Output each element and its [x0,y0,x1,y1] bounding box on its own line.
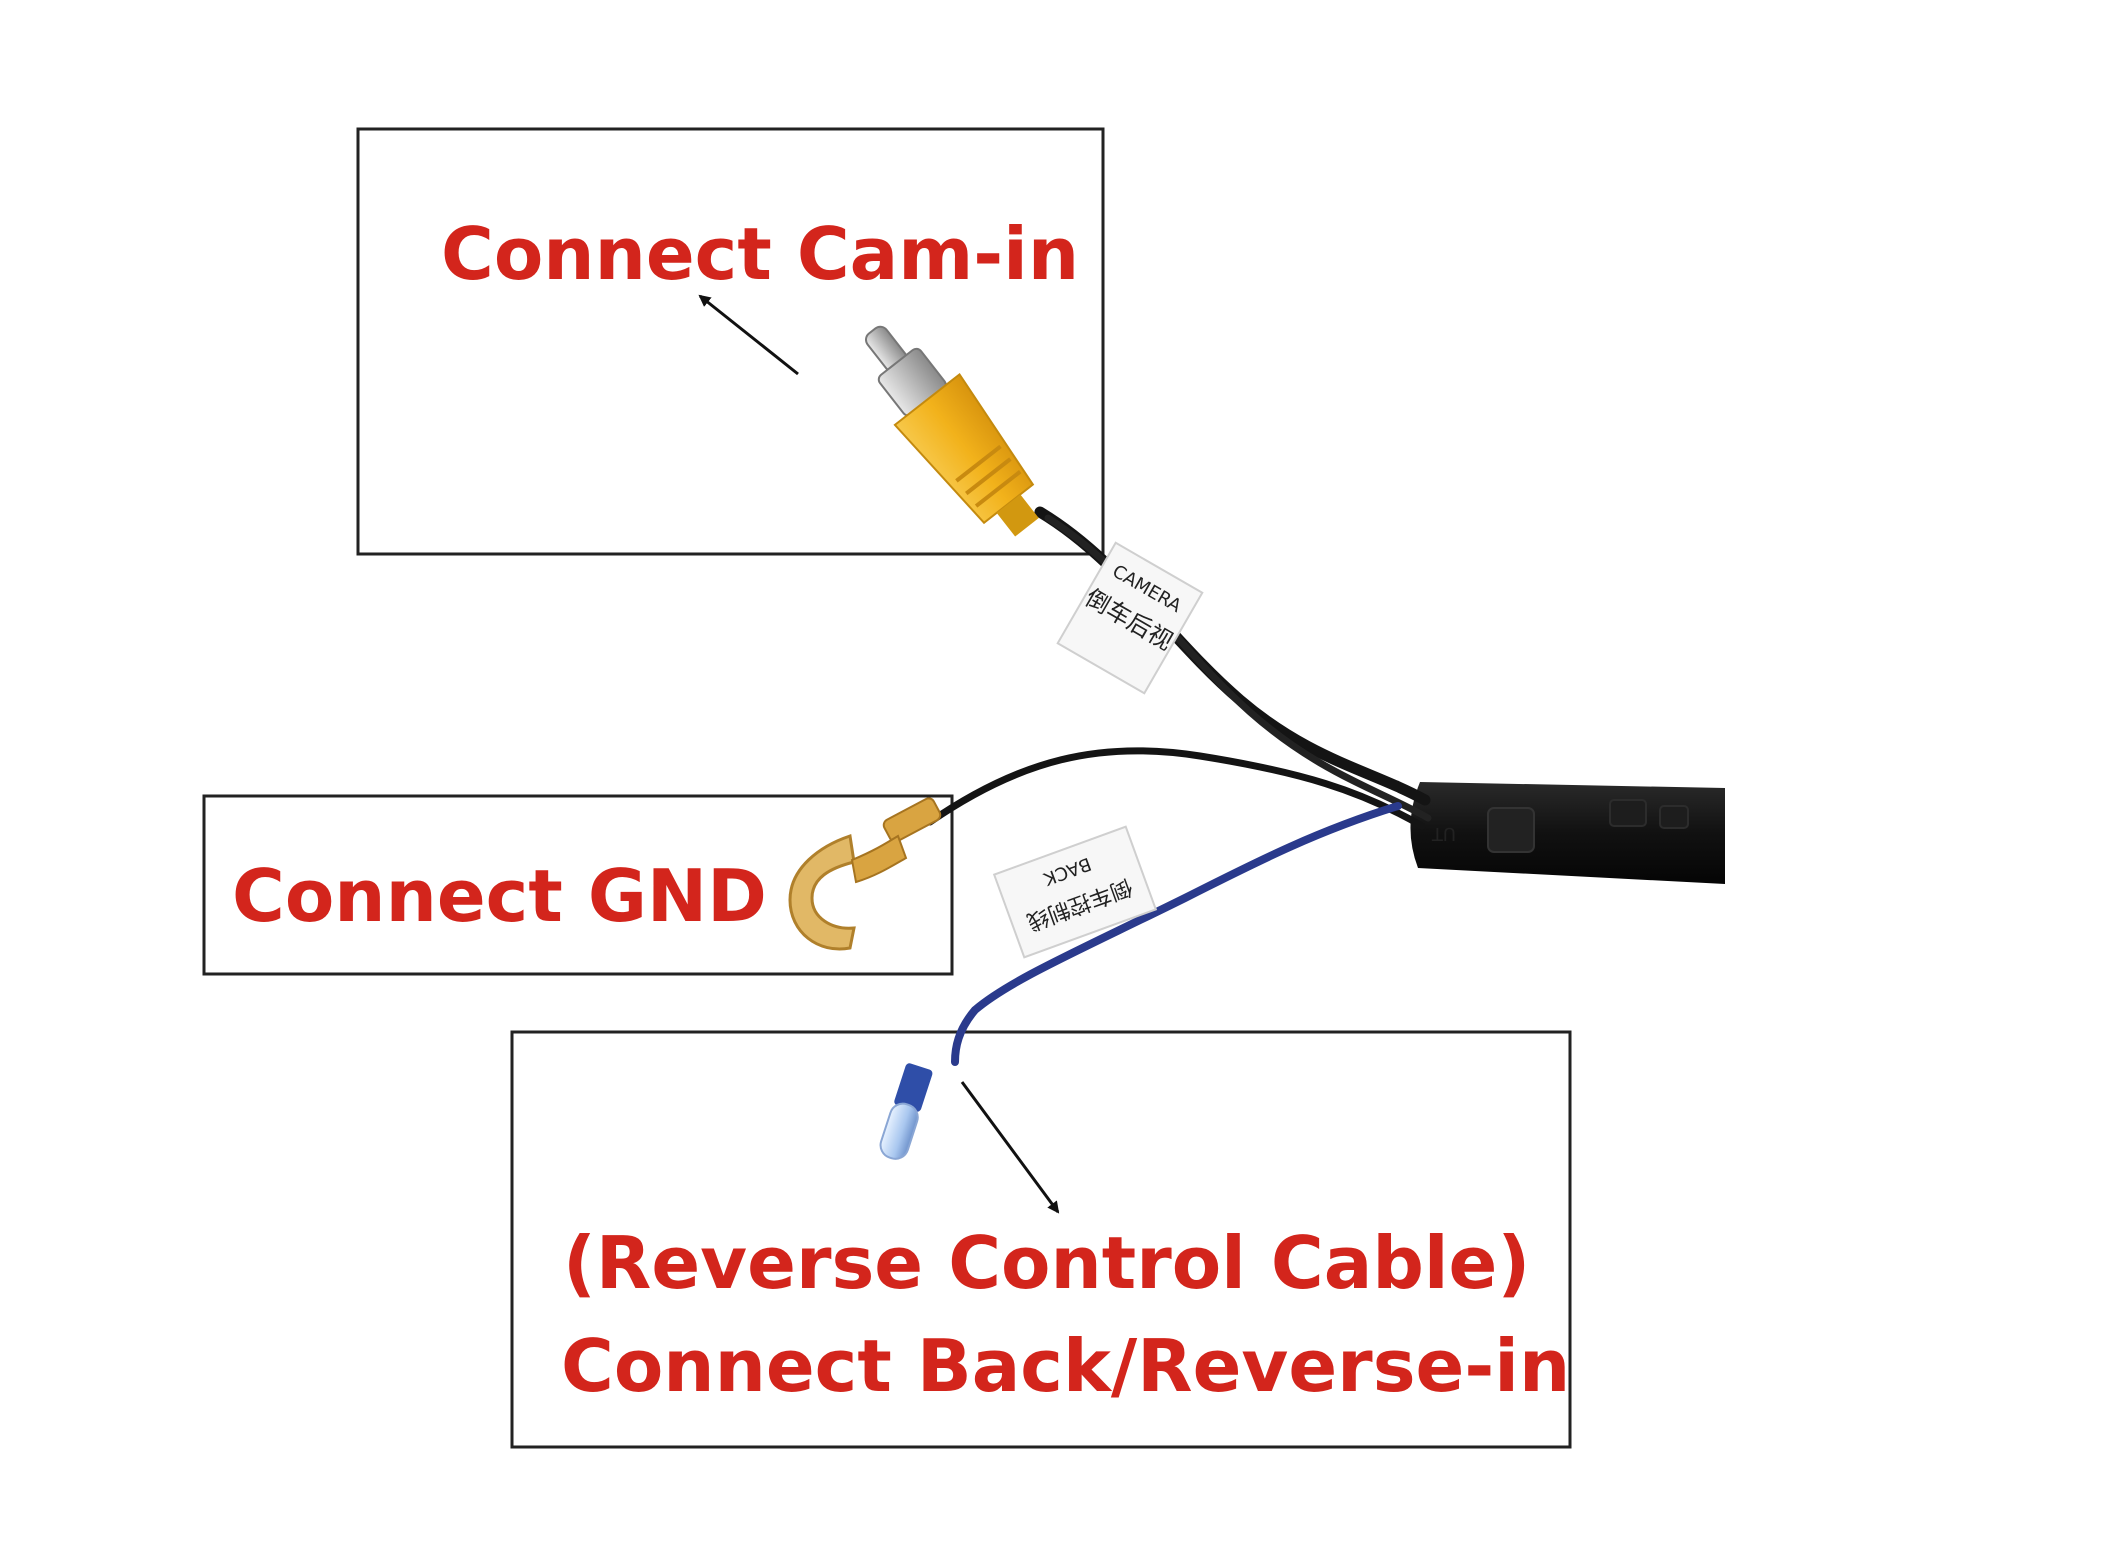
connect-cam-in-label: Connect Cam-in [441,212,1080,296]
reverse-frame [510,1030,1572,1449]
gnd-fork-terminal [788,797,942,951]
back-cable [951,802,1402,1066]
cam-in-arrow [698,294,799,376]
svg-text:UT: UT [1431,823,1456,844]
connect-back-reverse-in-label: Connect Back/Reverse-in [561,1324,1571,1408]
cam-in-frame [356,127,1105,556]
rca-connector [865,325,1039,537]
reverse-arrow [960,1081,1060,1214]
reverse-control-cable-label: (Reverse Control Cable) [563,1221,1531,1305]
control-box: UT [1410,782,1725,884]
camera-tag: CAMERA 倒车后视 [1056,541,1204,695]
gnd-frame [202,794,954,976]
back-tag: BACK 倒车控制线 [992,825,1158,959]
connect-gnd-label: Connect GND [232,854,767,938]
gnd-cable [926,747,1426,830]
reverse-cable-tip [879,1063,933,1160]
